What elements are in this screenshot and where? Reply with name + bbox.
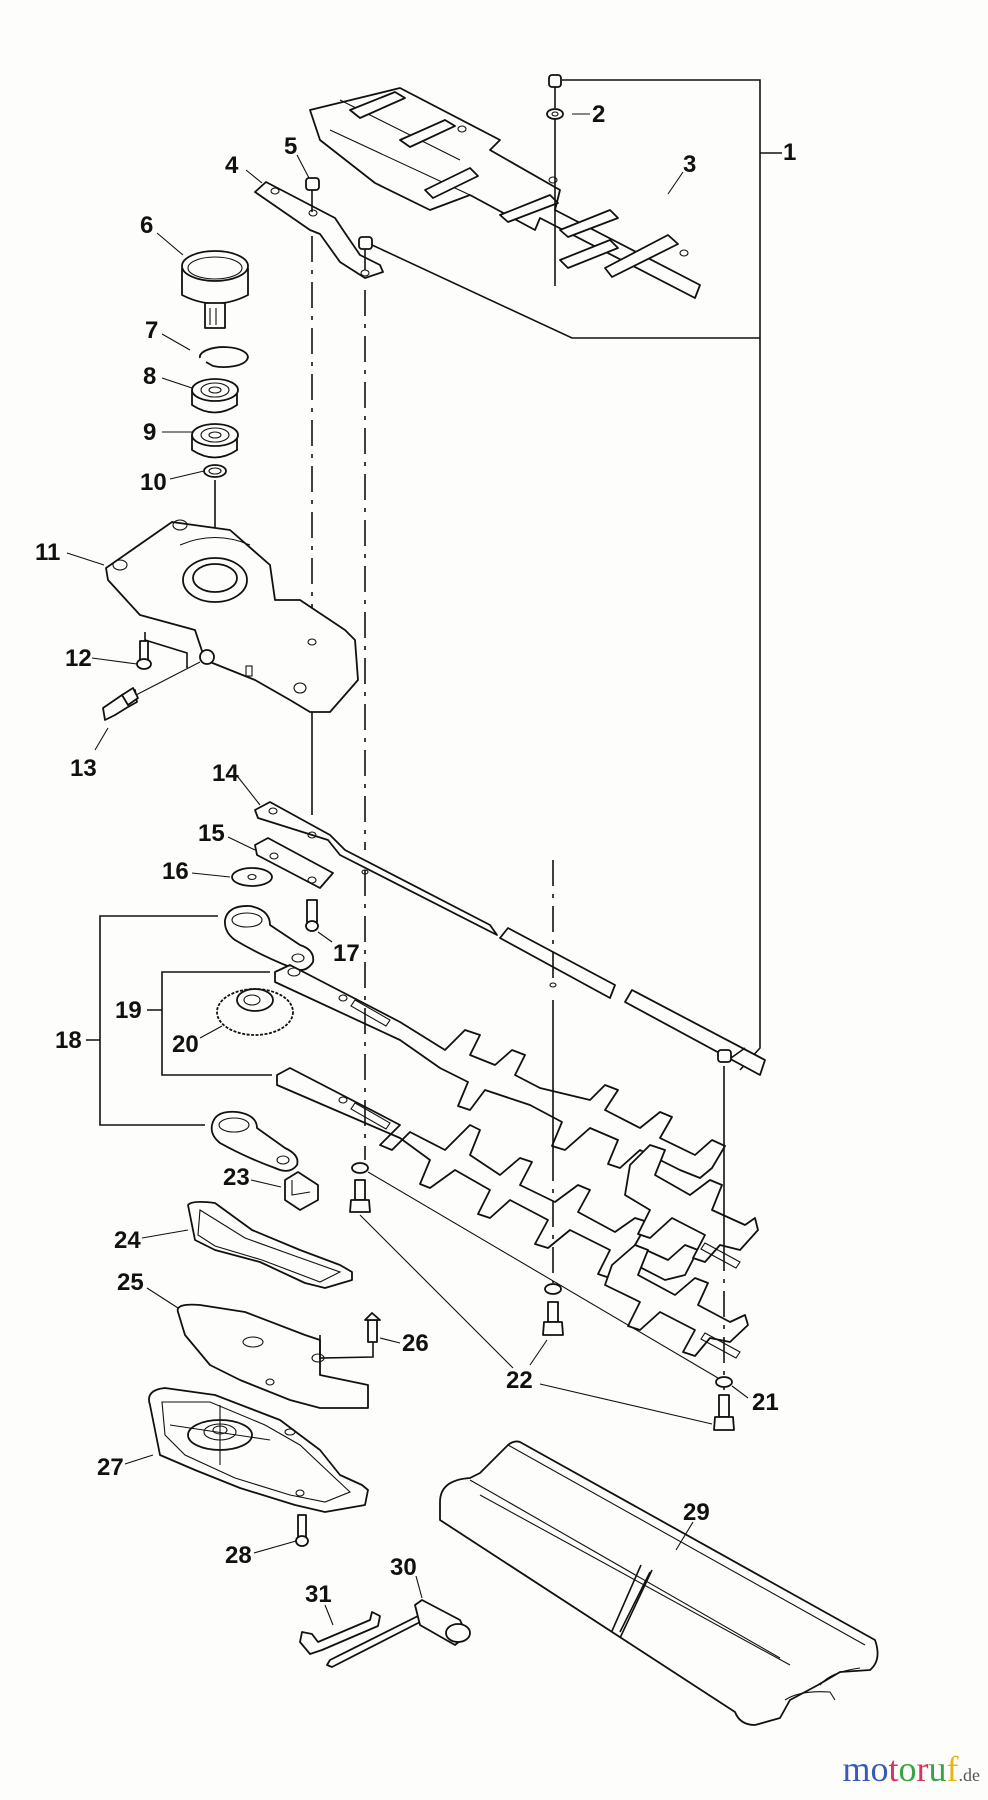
blade-guard-part-29: [439, 1440, 879, 1726]
callout-18-bracket: [86, 915, 218, 1126]
callout-24: 24: [114, 1227, 141, 1254]
callout-23: 23: [223, 1164, 250, 1191]
callout-6: 6: [140, 212, 153, 239]
bolt-part-12: [136, 640, 152, 670]
callout-5: 5: [284, 133, 297, 160]
callout-27: 27: [97, 1454, 124, 1481]
callout-9: 9: [143, 419, 156, 446]
callout-labels: 1 2 3 4 5 6 7 8 9 10 11 12 13 14 15 16 1…: [35, 101, 796, 1608]
callout-11: 11: [35, 539, 60, 566]
blade-part-19-upper: [274, 964, 726, 1179]
callout-16: 16: [162, 858, 189, 885]
bolt-part-22-right: [713, 1394, 735, 1431]
cover-part-27: [148, 1387, 369, 1513]
callout-1: 1: [783, 139, 796, 166]
callout-3: 3: [683, 151, 696, 178]
connecting-arm-part-18-lower: [210, 1110, 299, 1172]
callout-14: 14: [212, 760, 239, 787]
callout-15: 15: [198, 820, 225, 847]
callout-13: 13: [70, 755, 97, 782]
callout-22-leader: [359, 1214, 713, 1425]
upper-blade-part-3: [309, 87, 701, 299]
gasket-part-24: [187, 1200, 353, 1289]
callout-21: 21: [752, 1389, 779, 1416]
callout-21-leader: [367, 1171, 749, 1399]
callout-12: 12: [65, 645, 92, 672]
nut-part-1-bracket: [358, 236, 373, 250]
watermark-suffix: .de: [958, 1765, 981, 1785]
washer-part-21-right: [715, 1376, 733, 1388]
rod-part-14: [254, 801, 766, 1076]
nut-part-1-top: [548, 74, 562, 88]
watermark-letter: t: [888, 1749, 899, 1789]
bearing-part-9: [191, 423, 239, 459]
plug-part-13: [102, 687, 139, 721]
callout-2: 2: [592, 101, 605, 128]
connecting-arm-part-18-upper: [224, 905, 315, 971]
callout-22: 22: [506, 1367, 533, 1394]
callout-20: 20: [172, 1031, 199, 1058]
watermark-letter: o: [870, 1749, 889, 1789]
callout-17: 17: [333, 940, 360, 967]
callout-31: 31: [305, 1581, 332, 1608]
watermark-letter: u: [928, 1749, 947, 1789]
pinion-cup-part-6: [181, 250, 249, 329]
washer-part-2: [546, 108, 564, 120]
washer-part-16: [231, 867, 273, 887]
bolt-part-22-mid: [542, 1301, 564, 1336]
washer-part-21-mid: [544, 1283, 562, 1295]
watermark-letter: m: [842, 1749, 871, 1789]
callout-8: 8: [143, 363, 156, 390]
callout-26: 26: [402, 1330, 429, 1357]
callout-18: 18: [55, 1027, 82, 1054]
box-wrench-part-30: [326, 1599, 471, 1668]
bracket-part-4: [254, 181, 384, 279]
gear-part-20: [216, 988, 294, 1036]
gear-case-part-11: [105, 519, 359, 713]
callout-28: 28: [225, 1542, 252, 1569]
watermark-logo: motoruf.de: [842, 1748, 980, 1790]
watermark-letter: f: [946, 1749, 959, 1789]
watermark-letter: o: [898, 1749, 917, 1789]
callout-4: 4: [225, 152, 239, 179]
screw-part-28: [295, 1514, 309, 1547]
clip-part-23: [284, 1171, 319, 1211]
spanner-part-31: [299, 1611, 381, 1655]
callout-25: 25: [117, 1269, 144, 1296]
nut-part-1-bottom: [717, 1049, 732, 1063]
watermark-letter: r: [916, 1749, 929, 1789]
callout-19: 19: [115, 997, 142, 1024]
blade-part-19-lower: [276, 1067, 699, 1281]
nut-part-5: [305, 177, 320, 191]
callout-7: 7: [145, 317, 158, 344]
circlip-part-7: [199, 346, 249, 368]
callout-30: 30: [390, 1554, 417, 1581]
plate-part-25: [176, 1303, 374, 1409]
callout-29: 29: [683, 1499, 710, 1526]
callout-19-bracket: [147, 971, 272, 1076]
callout-leaders: [66, 113, 694, 1626]
screw-part-17: [305, 899, 319, 932]
bolt-part-22-left: [349, 1179, 371, 1213]
screw-part-26: [364, 1312, 381, 1343]
bearing-part-8: [191, 378, 239, 414]
washer-part-21-left: [351, 1162, 369, 1174]
callout-10: 10: [140, 469, 167, 496]
plate-part-15: [254, 837, 334, 889]
seal-part-10: [203, 464, 227, 478]
